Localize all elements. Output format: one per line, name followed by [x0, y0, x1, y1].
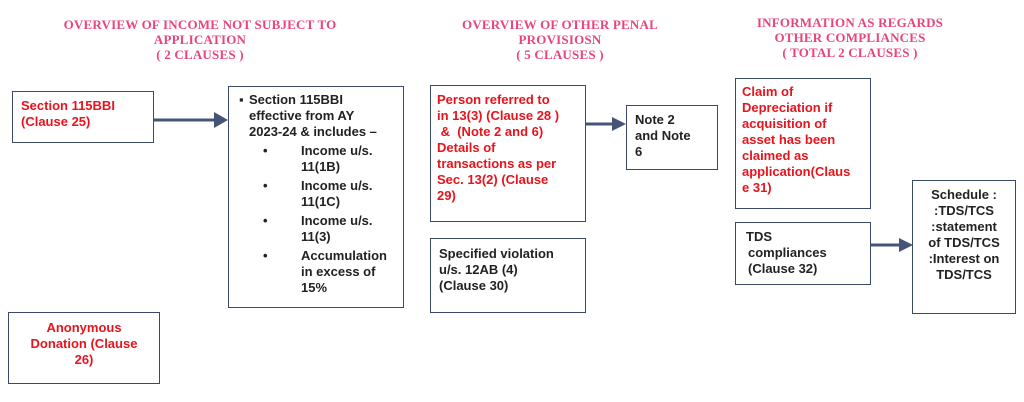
- box-line: TDS/TCS: [936, 267, 992, 282]
- box-line: 6: [635, 144, 643, 159]
- arrow-section-to-detail: [154, 112, 228, 128]
- box-line: Depreciation if: [742, 100, 833, 115]
- schedule-box: Schedule : :TDS/TCS :statement of TDS/TC…: [912, 180, 1016, 314]
- heading-line: INFORMATION AS REGARDS: [756, 15, 944, 30]
- sub-item-line: 15%: [301, 280, 328, 295]
- sub-item-line: Income u/s.: [301, 213, 373, 228]
- heading-line: PROVISIOSN: [518, 32, 602, 47]
- section-115bbi-detail-box: Section 115BBI effective from AY 2023-24…: [228, 86, 404, 308]
- box-line: (Clause 32): [748, 261, 818, 276]
- person-referred-box: Person referred to in 13(3) (Clause 28 )…: [430, 85, 586, 222]
- box-line: in 13(3) (Clause 28 ): [437, 108, 560, 123]
- box-line: (Clause 25): [21, 114, 91, 129]
- box-line: transactions as per: [437, 156, 557, 171]
- box-line: :Interest on: [928, 251, 1000, 266]
- anonymous-donation-box: Anonymous Donation (Clause 26): [8, 312, 160, 384]
- detail-sub-list: Income u/s. 11(1B) Income u/s. 11(1C) In…: [241, 143, 395, 296]
- heading-penal-provisions: OVERVIEW OF OTHER PENAL PROVISIOSN ( 5 C…: [425, 17, 695, 62]
- box-line: 29): [437, 188, 456, 203]
- heading-line: OVERVIEW OF INCOME NOT SUBJECT TO: [63, 17, 337, 32]
- tds-compliances-box: TDS compliances (Clause 32): [735, 222, 871, 285]
- box-line: application(Claus: [742, 164, 851, 179]
- box-line: e 31): [742, 180, 772, 195]
- claim-depreciation-box: Claim of Depreciation if acquisition of …: [735, 78, 871, 209]
- box-line: Donation (Clause: [30, 336, 138, 351]
- heading-line: APPLICATION: [153, 32, 247, 47]
- box-line: Note 2: [635, 112, 675, 127]
- sub-item: Income u/s. 11(1B): [241, 143, 395, 175]
- sub-item: Accumulation in excess of 15%: [241, 248, 395, 296]
- box-line: Schedule :: [931, 187, 997, 202]
- box-line: & (Note 2 and 6): [437, 124, 544, 139]
- box-line: claimed as: [742, 148, 809, 163]
- box-line: Specified violation: [439, 246, 554, 261]
- heading-line: ( 2 CLAUSES ): [156, 47, 244, 62]
- box-line: :statement: [931, 219, 997, 234]
- sub-item-line: Accumulation: [301, 248, 387, 263]
- heading-line: ( TOTAL 2 CLAUSES ): [782, 45, 918, 60]
- heading-line: OVERVIEW OF OTHER PENAL: [462, 17, 658, 32]
- box-line: of TDS/TCS: [928, 235, 1000, 250]
- box-line: TDS: [746, 229, 772, 244]
- detail-lead: Section 115BBI effective from AY 2023-24…: [239, 92, 395, 140]
- specified-violation-box: Specified violation u/s. 12AB (4) (Claus…: [430, 238, 586, 313]
- box-line: and Note: [635, 128, 691, 143]
- box-line: Person referred to: [437, 92, 550, 107]
- box-line: 26): [74, 352, 94, 367]
- sub-item: Income u/s. 11(1C): [241, 178, 395, 210]
- detail-lead-line: Section 115BBI: [249, 92, 343, 107]
- sub-item-line: 11(1C): [301, 194, 341, 209]
- sub-item: Income u/s. 11(3): [241, 213, 395, 245]
- box-line: :TDS/TCS: [934, 203, 994, 218]
- sub-item-line: 11(1B): [301, 159, 341, 174]
- sub-item-line: 11(3): [301, 229, 331, 244]
- box-line: Claim of: [742, 84, 794, 99]
- arrow-tds-to-schedule: [871, 238, 913, 252]
- box-line: Details of: [437, 140, 496, 155]
- arrow-person-to-note: [586, 117, 626, 131]
- box-line: Anonymous: [46, 320, 122, 335]
- sub-item-line: Income u/s.: [301, 178, 373, 193]
- detail-lead-line: 2023-24 & includes –: [249, 124, 377, 139]
- heading-other-compliances: INFORMATION AS REGARDS OTHER COMPLIANCES…: [725, 15, 975, 60]
- box-line: u/s. 12AB (4): [439, 262, 518, 277]
- heading-income-not-subject: OVERVIEW OF INCOME NOT SUBJECT TO APPLIC…: [30, 17, 370, 62]
- heading-line: OTHER COMPLIANCES: [774, 30, 926, 45]
- box-line: Section 115BBI: [21, 98, 115, 113]
- box-line: (Clause 30): [439, 278, 509, 293]
- detail-lead-line: effective from AY: [249, 108, 355, 123]
- heading-line: ( 5 CLAUSES ): [516, 47, 604, 62]
- box-line: compliances: [748, 245, 827, 260]
- box-line: asset has been: [742, 132, 836, 147]
- section-115bbi-box: Section 115BBI (Clause 25): [12, 91, 154, 143]
- note-box: Note 2 and Note 6: [626, 105, 718, 170]
- box-line: Sec. 13(2) (Clause: [437, 172, 549, 187]
- sub-item-line: in excess of: [301, 264, 376, 279]
- box-line: acquisition of: [742, 116, 827, 131]
- sub-item-line: Income u/s.: [301, 143, 373, 158]
